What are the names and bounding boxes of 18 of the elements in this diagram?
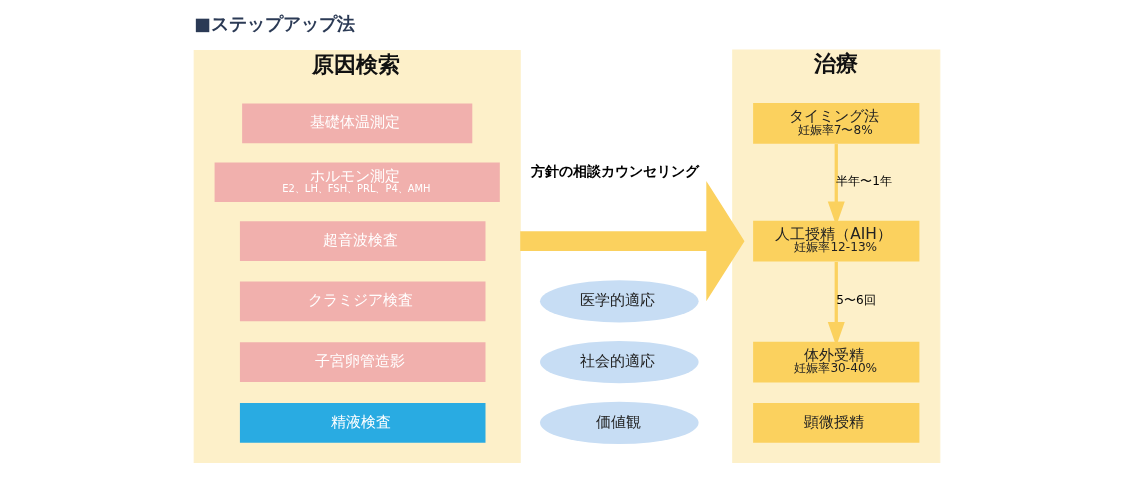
node-box: 精液検査 — [239, 403, 486, 443]
node-ellipse: 価値観 — [540, 401, 699, 444]
node-box: タイミング法 妊娠率7〜8% — [753, 103, 920, 144]
node-box: 子宮卵管造影 — [239, 342, 486, 382]
node-box: クラミジア検査 — [239, 281, 486, 322]
edge-label: 5〜6回 — [836, 293, 876, 308]
node-box: 顕微授精 — [753, 403, 920, 443]
node-box: 超音波検査 — [239, 221, 486, 261]
arrow — [520, 181, 745, 302]
node-ellipse: 社会的適応 — [540, 340, 699, 384]
edge-label: 方針の相談カウンセリング — [531, 162, 700, 179]
node-box: 基礎体温測定 — [242, 103, 473, 144]
edge-label: 半年〜1年 — [836, 174, 892, 189]
node-box: 体外受精 妊娠率30-40% — [753, 341, 920, 383]
node-ellipse: 医学的適応 — [540, 280, 699, 323]
node-box: 人工授精（AIH） 妊娠率12-13% — [753, 220, 920, 262]
diagram-title: ■ステップアップ法 — [194, 14, 355, 35]
node-box: ホルモン測定 E2、LH、FSH、PRL、P4、AMH — [214, 162, 500, 203]
